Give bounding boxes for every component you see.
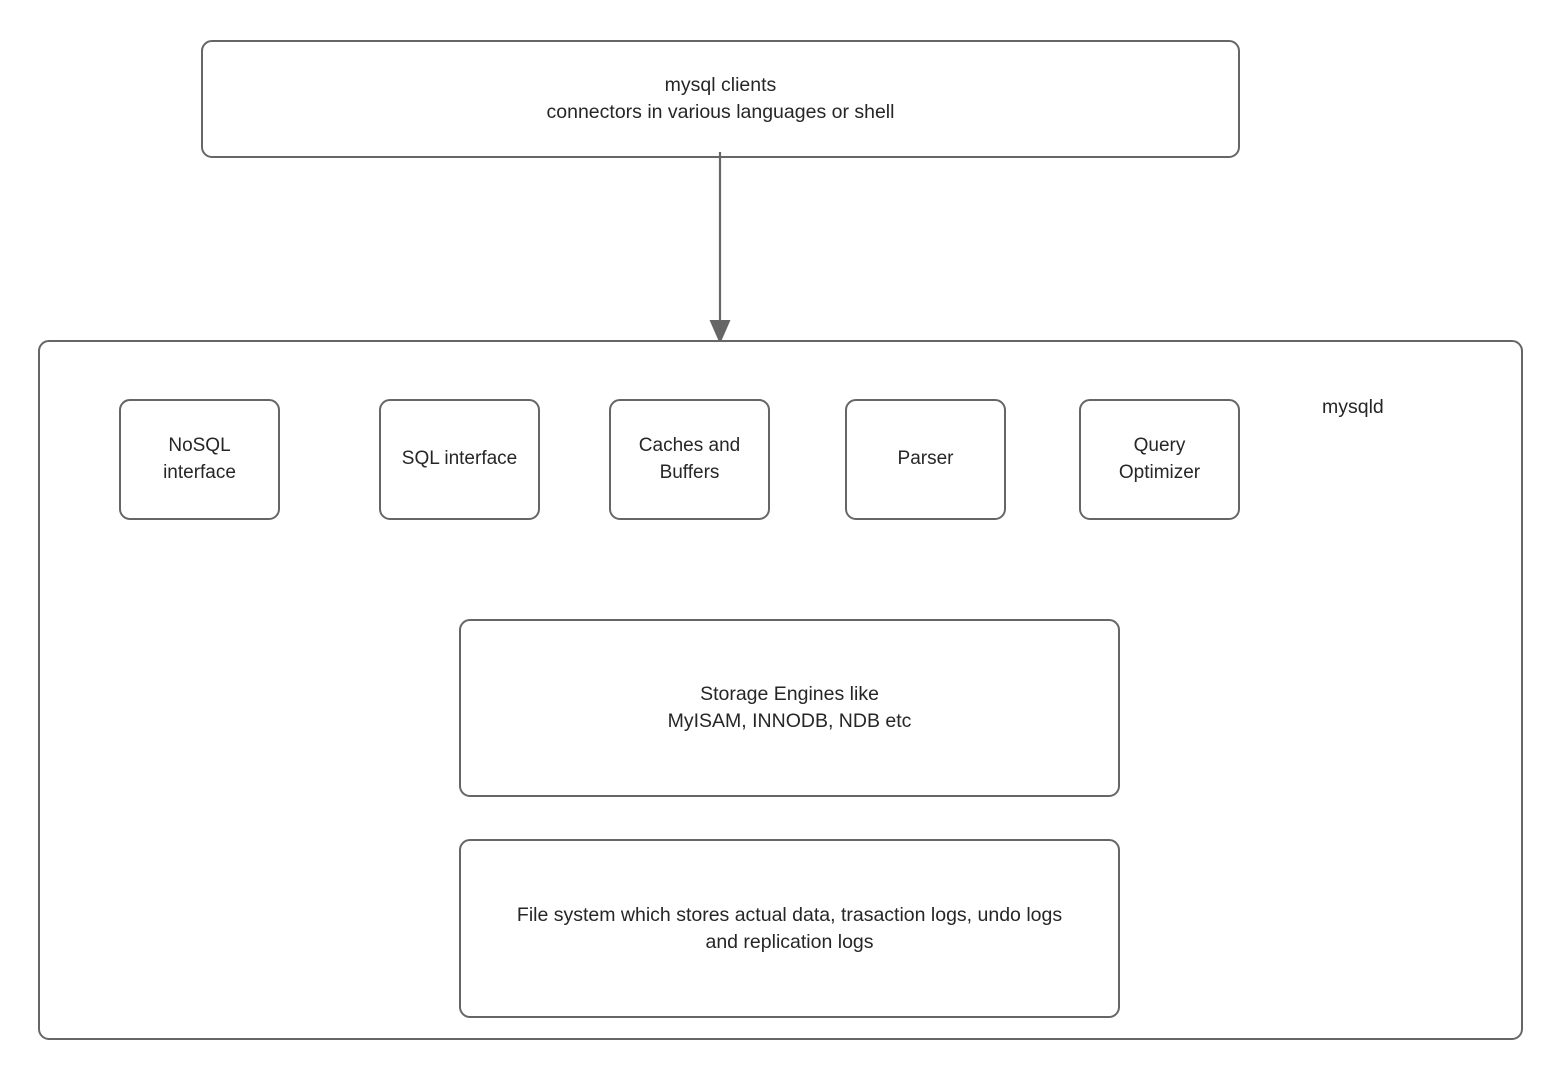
query-optimizer-box[interactable]: Query Optimizer (1079, 399, 1240, 520)
mysql-clients-label: mysql clients connectors in various lang… (546, 74, 895, 123)
parser-label: Parser (897, 448, 954, 470)
parser-box[interactable]: Parser (845, 399, 1006, 520)
file-system-label: File system which stores actual data, tr… (516, 903, 1063, 953)
caches-and-buffers-box[interactable]: Caches and Buffers (609, 399, 770, 520)
mysql-clients-box[interactable]: mysql clients connectors in various lang… (201, 40, 1240, 158)
sql-interface-label: SQL interface (401, 448, 518, 470)
storage-engines-box[interactable]: Storage Engines like MyISAM, INNODB, NDB… (459, 619, 1120, 797)
nosql-interface-box[interactable]: NoSQL interface (119, 399, 280, 520)
sql-interface-box[interactable]: SQL interface (379, 399, 540, 520)
storage-engines-label: Storage Engines like MyISAM, INNODB, NDB… (667, 683, 912, 732)
mysqld-label: mysqld (1322, 396, 1384, 418)
file-system-box[interactable]: File system which stores actual data, tr… (459, 839, 1120, 1018)
query-optimizer-label: Query Optimizer (1118, 435, 1201, 483)
caches-and-buffers-label: Caches and Buffers (638, 435, 741, 483)
clients-to-mysqld-arrow (709, 152, 731, 344)
nosql-interface-label: NoSQL interface (163, 435, 236, 483)
